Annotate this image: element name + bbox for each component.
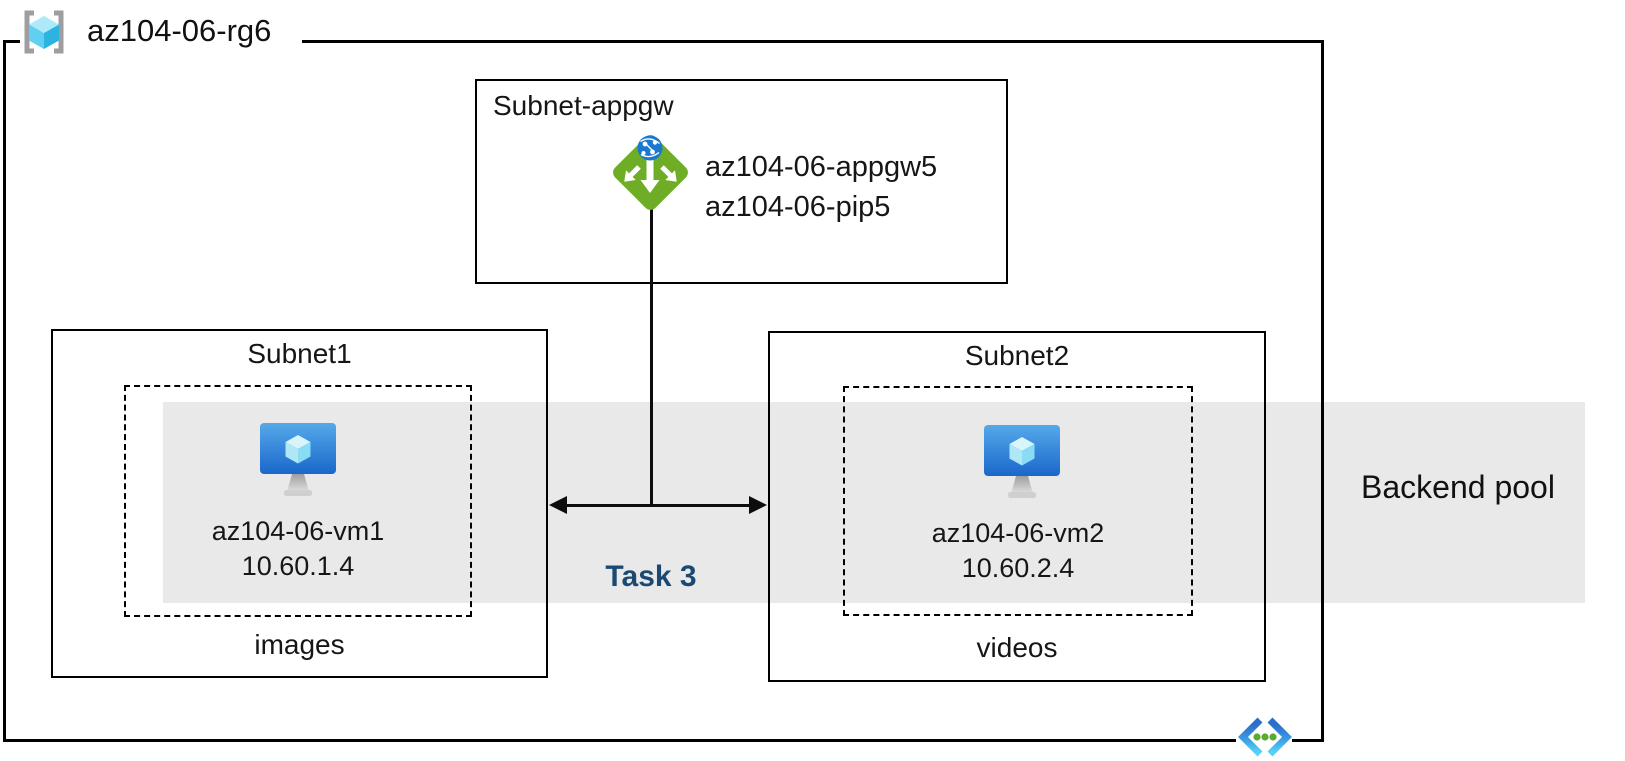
appgw-resource-names: az104-06-appgw5 az104-06-pip5 <box>705 147 937 227</box>
vm2-icon <box>984 425 1060 498</box>
subnet1-title: Subnet1 <box>247 338 352 369</box>
appgw-public-ip-name: az104-06-pip5 <box>705 191 891 223</box>
backend-pool-label: Backend pool <box>1361 469 1555 505</box>
subnet2-box: Subnet2 <box>768 331 1266 682</box>
vm1-labels: az104-06-vm1 10.60.1.4 <box>124 514 472 584</box>
vm1-name: az104-06-vm1 <box>211 516 385 546</box>
subnet1-storage-label: images <box>254 629 345 660</box>
vm2-labels: az104-06-vm2 10.60.2.4 <box>843 516 1193 586</box>
arrowhead-left-icon <box>549 496 567 514</box>
subnet1-box: Subnet1 <box>51 329 548 678</box>
subnet2-title: Subnet2 <box>964 340 1070 371</box>
subnet1-vm-dashed-box <box>124 385 472 617</box>
resource-group-box <box>3 40 1324 742</box>
appgw-connector-line <box>650 202 653 506</box>
subnet2-vm-dashed-box <box>843 386 1193 616</box>
subnet-link-arrow-line <box>562 504 754 507</box>
virtual-network-icon <box>1238 717 1292 757</box>
application-gateway-icon <box>613 135 688 210</box>
subnet-appgw-title: Subnet-appgw <box>493 90 674 121</box>
task-label: Task 3 <box>605 560 697 593</box>
resource-group-label: az104-06-rg6 <box>87 13 272 48</box>
subnet-appgw-box: Subnet-appgw <box>475 79 1008 284</box>
subnet2-storage-label: videos <box>976 632 1058 663</box>
vm1-icon <box>260 423 336 496</box>
vm1-ip: 10.60.1.4 <box>241 551 355 581</box>
vm2-ip: 10.60.2.4 <box>961 553 1075 583</box>
vm2-name: az104-06-vm2 <box>931 518 1105 548</box>
resource-group-icon <box>24 10 64 54</box>
arrowhead-right-icon <box>749 496 767 514</box>
resource-group-border-gap <box>20 36 302 47</box>
appgw-name: az104-06-appgw5 <box>705 151 938 183</box>
backend-pool-band <box>163 402 1585 603</box>
